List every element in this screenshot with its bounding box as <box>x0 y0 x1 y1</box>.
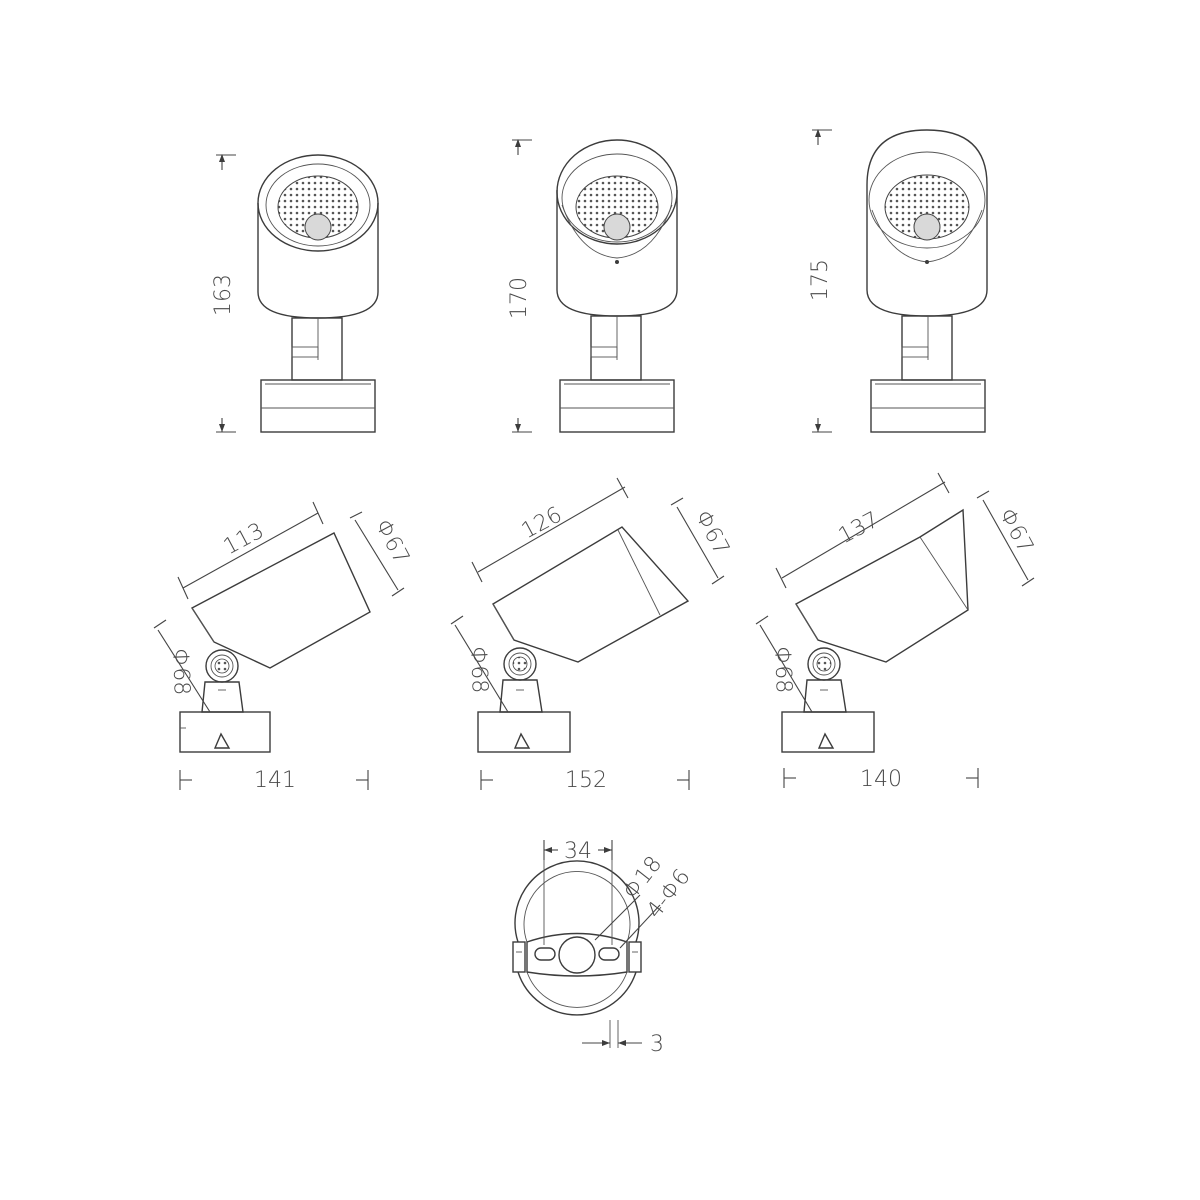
side-joint-label-3: Φ68 <box>769 646 796 694</box>
height-dimension-1: 163 <box>211 154 236 433</box>
side-width-label-1: 141 <box>254 768 296 793</box>
side-joint-label-1: Φ68 <box>167 648 194 696</box>
side-width-label-3: 140 <box>860 767 902 792</box>
side-view-1: 113 Φ67 Φ68 141 <box>153 501 414 793</box>
thickness-dimension: 3 <box>582 1020 664 1057</box>
height-label-2: 170 <box>507 277 532 319</box>
joint-knob-3 <box>803 647 847 713</box>
lamp-base-3 <box>870 379 986 433</box>
side-view-2: 126 Φ67 Φ68 152 <box>450 477 734 793</box>
height-dimension-3: 175 <box>808 129 833 433</box>
height-label-1: 163 <box>211 274 236 316</box>
side-width-label-2: 152 <box>565 768 607 793</box>
joint-dimension-side-2: Φ68 <box>450 615 509 713</box>
side-view-3: 137 Φ67 Φ68 140 <box>755 472 1038 792</box>
width-dimension-side-2: 152 <box>480 768 690 793</box>
front-view-3: 175 <box>808 129 988 433</box>
lamp-base-1 <box>260 379 376 433</box>
base-width-label: 34 <box>564 839 592 864</box>
side-base-1 <box>179 711 271 753</box>
lamp-arm-2 <box>590 315 642 381</box>
diameter-dimension-side-1: Φ67 <box>349 511 414 597</box>
length-dimension-side-3: 137 <box>775 472 950 589</box>
lamp-head-3 <box>866 129 988 317</box>
lamp-head-1 <box>257 154 379 319</box>
side-head-1 <box>190 532 371 669</box>
side-length-label-3: 137 <box>835 507 884 549</box>
front-view-2: 170 <box>507 139 678 433</box>
height-label-3: 175 <box>808 259 833 301</box>
diameter-dimension-side-2: Φ67 <box>670 497 734 585</box>
width-dimension-side-1: 141 <box>179 768 369 793</box>
width-dimension-side-3: 140 <box>783 767 979 792</box>
lamp-base-2 <box>559 379 675 433</box>
joint-dimension-side-1: Φ68 <box>153 619 211 713</box>
side-head-2 <box>492 526 690 663</box>
thickness-label: 3 <box>650 1032 664 1057</box>
base-width-dimension: 34 <box>543 839 613 945</box>
side-joint-label-2: Φ68 <box>465 646 492 694</box>
joint-dimension-side-3: Φ68 <box>755 615 813 713</box>
side-diameter-label-1: Φ67 <box>370 515 414 568</box>
lamp-head-2 <box>556 139 678 317</box>
side-length-label-2: 126 <box>518 502 567 544</box>
diameter-dimension-side-3: Φ67 <box>976 490 1038 587</box>
side-base-2 <box>477 711 571 753</box>
length-dimension-side-2: 126 <box>471 477 629 583</box>
front-view-1: 163 <box>211 154 379 433</box>
lamp-arm-1 <box>291 317 343 381</box>
side-diameter-label-2: Φ67 <box>690 506 734 559</box>
joint-knob-1 <box>201 649 244 713</box>
center-hole <box>558 936 596 974</box>
mount-hole-left <box>534 947 556 961</box>
lamp-arm-3 <box>901 315 953 381</box>
joint-knob-2 <box>499 647 543 713</box>
mount-hole-right <box>598 947 620 961</box>
side-base-3 <box>781 711 875 753</box>
height-dimension-2: 170 <box>507 139 532 433</box>
side-head-3 <box>795 508 969 663</box>
base-bottom-view: 34 Φ18 4-Φ6 3 <box>512 839 696 1057</box>
